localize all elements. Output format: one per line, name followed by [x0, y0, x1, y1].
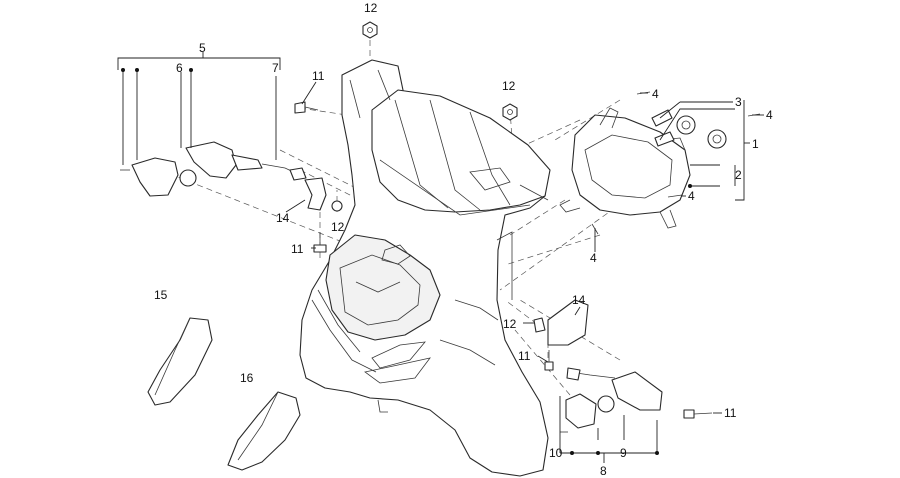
callout-9: 9: [620, 446, 627, 460]
callout-11-bottom: 11: [724, 406, 737, 420]
left-indicator-group: [120, 101, 343, 253]
callout-12-right: 12: [503, 317, 517, 331]
callout-labels: 12 5 6 7 11 12 4 3 4 1 2 4 14 12 11 4 15…: [154, 1, 773, 478]
callout-10: 10: [549, 446, 563, 460]
front-fairing: [299, 59, 551, 477]
callout-11-left: 11: [291, 242, 304, 256]
callout-4-right: 4: [766, 108, 773, 122]
nuts-top: [362, 21, 518, 121]
callout-8: 8: [600, 464, 607, 478]
callout-6: 6: [176, 61, 183, 75]
callout-14: 14: [572, 293, 586, 307]
callout-11-right: 11: [518, 349, 531, 363]
callout-4-mid: 4: [688, 189, 695, 203]
callout-12-top: 12: [364, 1, 378, 15]
callout-2: 2: [735, 168, 742, 182]
callout-12-center: 12: [502, 79, 516, 93]
callout-13: 14: [276, 211, 290, 225]
callout-4-bottom: 4: [590, 251, 597, 265]
callout-3: 3: [735, 95, 742, 109]
callout-12-left: 12: [331, 220, 345, 234]
right-indicator-group: [533, 299, 713, 433]
callout-4-top: 4: [652, 87, 659, 101]
callout-11-top: 11: [312, 69, 325, 83]
headlight-assembly: [559, 91, 761, 235]
callout-7: 7: [272, 61, 279, 75]
side-panels: [147, 317, 301, 471]
leader-lines: [117, 52, 764, 463]
callout-16: 16: [240, 371, 254, 385]
callout-15: 15: [154, 288, 168, 302]
callout-1: 1: [752, 137, 759, 151]
callout-5: 5: [199, 41, 206, 55]
